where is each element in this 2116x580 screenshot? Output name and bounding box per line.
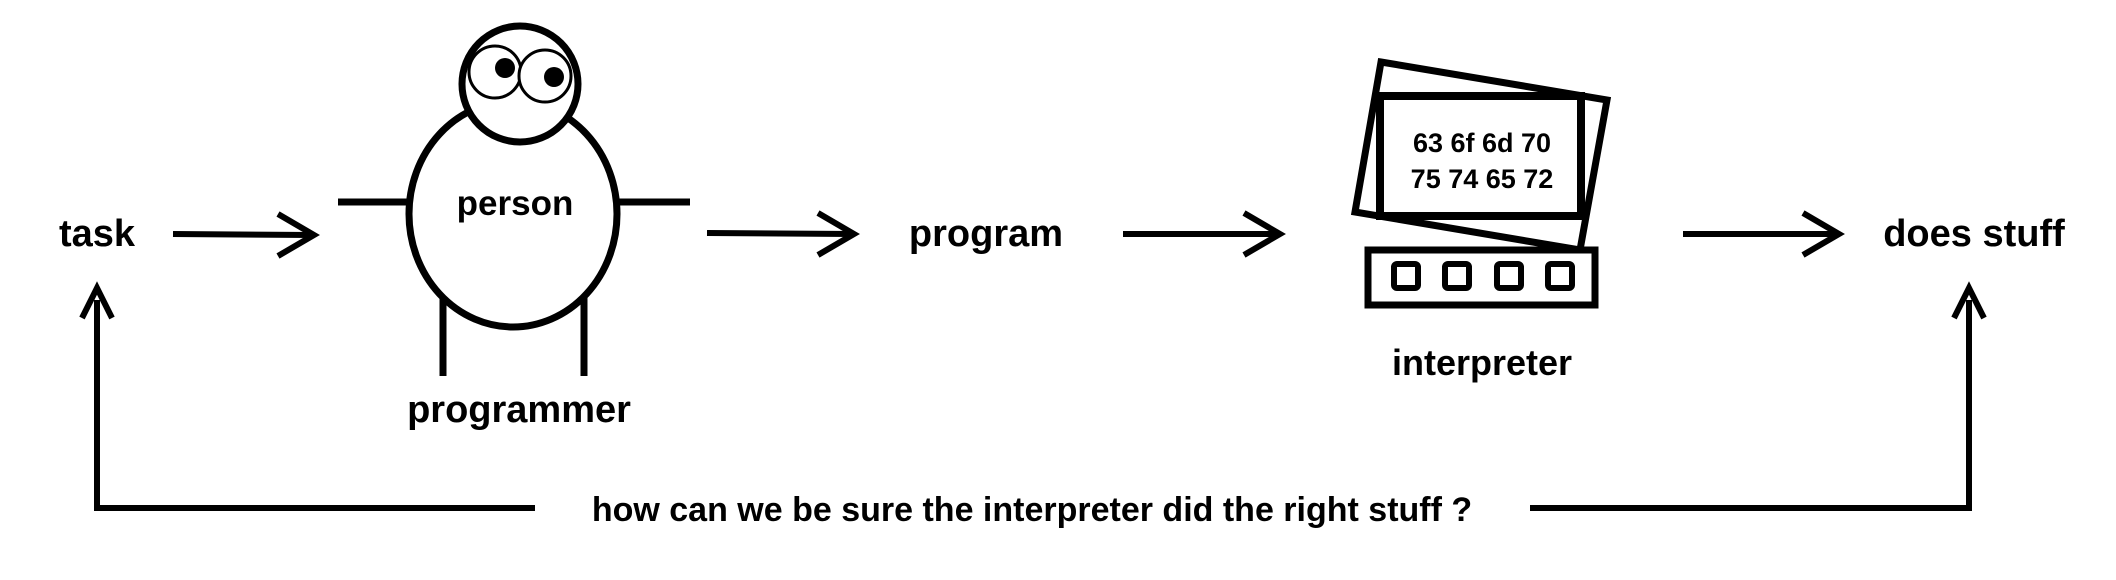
does-stuff-label: does stuff [1883, 213, 2065, 255]
feedback-right-arrowhead [1951, 281, 1987, 320]
screen-line-1: 63 6f 6d 70 [1413, 128, 1551, 158]
keyboard-key [1391, 261, 1421, 291]
arrow-program-to-interpreter [1123, 210, 1286, 258]
arrow-interpreter-to-does-stuff [1683, 210, 1845, 258]
interpreter-label: interpreter [1392, 342, 1572, 383]
feedback-left-arrowhead [79, 281, 115, 320]
feedback-question: how can we be sure the interpreter did t… [592, 491, 1472, 529]
person-left-pupil [495, 58, 515, 78]
feedback-loop [79, 281, 1987, 511]
person-figure [338, 22, 690, 376]
arrow-person-to-program [706, 210, 860, 258]
task-label: task [59, 213, 136, 255]
screen-line-2: 75 74 65 72 [1411, 164, 1554, 194]
person-right-pupil [544, 67, 564, 87]
program-label: program [909, 213, 1063, 255]
computer-screen [1376, 92, 1585, 220]
keyboard-key [1545, 261, 1575, 291]
person-label: person [457, 184, 574, 223]
keyboard-key [1442, 261, 1472, 291]
keyboard-key [1494, 261, 1524, 291]
programmer-label: programmer [407, 389, 631, 431]
computer-icon [1350, 57, 1612, 309]
arrow-task-to-person [172, 211, 320, 259]
